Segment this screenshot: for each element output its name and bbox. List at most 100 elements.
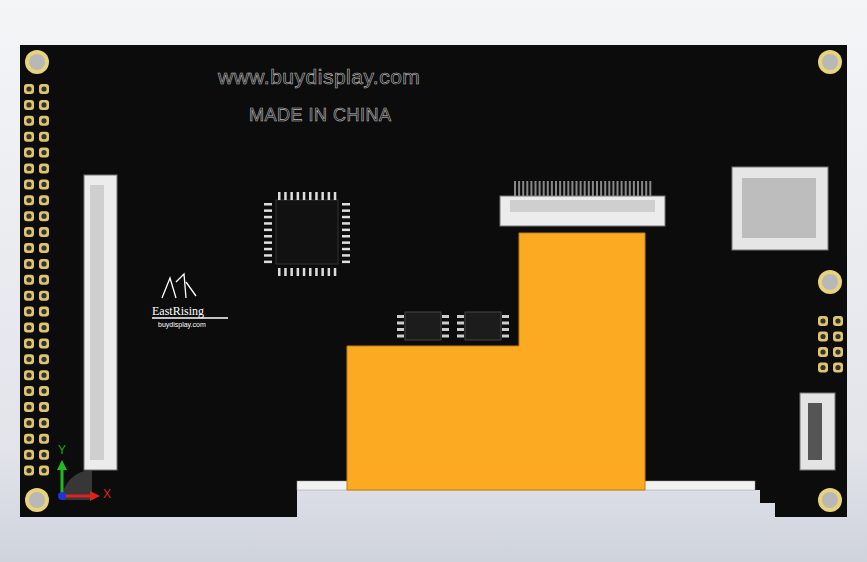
header-pin-hole — [41, 309, 46, 314]
header-pin-hole — [26, 325, 31, 330]
fpc-connector-top — [500, 196, 665, 226]
header-pin-hole — [835, 334, 840, 339]
header-pin-hole — [26, 357, 31, 362]
header-pin-hole — [26, 118, 31, 123]
header-pin — [818, 363, 828, 373]
chip-lead — [264, 216, 272, 219]
chip-lead — [502, 315, 509, 318]
header-pin — [39, 307, 49, 317]
header-pin-hole — [41, 389, 46, 394]
header-pin-hole — [26, 452, 31, 457]
chip-lead — [334, 192, 337, 200]
chip-lead — [457, 328, 464, 331]
header-pin-hole — [41, 102, 46, 107]
header-pin — [39, 100, 49, 110]
header-pin-hole — [41, 230, 46, 235]
qfp-chip — [264, 192, 350, 276]
chip-lead — [264, 229, 272, 232]
header-pin-hole — [26, 102, 31, 107]
chip-lead — [442, 335, 449, 338]
header-pin-hole — [26, 341, 31, 346]
chip-lead — [309, 268, 312, 276]
mounting-holes — [25, 50, 842, 512]
header-pin — [24, 211, 34, 221]
connector-pin — [592, 181, 594, 196]
connector-pin — [563, 181, 565, 196]
sd-card-socket — [732, 167, 828, 250]
header-pin — [24, 370, 34, 380]
pcb-board — [20, 45, 847, 517]
header-pin — [39, 259, 49, 269]
header-pin — [24, 418, 34, 428]
header-pin — [39, 179, 49, 189]
chip-lead — [342, 203, 350, 206]
chip-lead — [321, 268, 324, 276]
mounting-hole — [818, 488, 842, 512]
header-pin — [818, 316, 828, 326]
connector-pin — [551, 181, 553, 196]
soic-chip — [405, 312, 441, 340]
connector-pin — [604, 181, 606, 196]
connector-pin — [600, 181, 602, 196]
connector-pin — [641, 181, 643, 196]
header-pin-hole — [26, 214, 31, 219]
chip-lead — [342, 248, 350, 251]
mounting-hole-bore — [29, 54, 45, 70]
header-pin — [833, 332, 843, 342]
connector-pins — [514, 181, 651, 196]
connector-pin — [535, 181, 537, 196]
connector-pin — [543, 181, 545, 196]
header-pin-hole — [41, 134, 46, 139]
header-pin — [24, 100, 34, 110]
mounting-hole-bore — [822, 492, 838, 508]
chip-lead — [264, 254, 272, 257]
header-pin — [39, 132, 49, 142]
chip-lead — [297, 192, 300, 200]
header-pin-hole — [41, 277, 46, 282]
header-pin — [24, 195, 34, 205]
chip-lead — [303, 268, 306, 276]
header-pin — [39, 148, 49, 158]
header-pin-hole — [26, 86, 31, 91]
header-pin-hole — [41, 150, 46, 155]
connector-pin — [608, 181, 610, 196]
header-pin — [39, 164, 49, 174]
chip-lead — [397, 322, 404, 325]
header-pin-hole — [26, 261, 31, 266]
header-pin-hole — [41, 245, 46, 250]
header-pin — [39, 466, 49, 476]
chip-lead — [457, 315, 464, 318]
connector-pin — [621, 181, 623, 196]
mounting-hole-bore — [822, 54, 838, 70]
header-pin-hole — [26, 198, 31, 203]
fpc-connector-left — [84, 175, 117, 470]
axis-triad — [57, 460, 100, 501]
axis-label: X — [103, 488, 111, 500]
small-connector-inner — [808, 403, 822, 460]
chip-lead — [502, 328, 509, 331]
chip-lead — [328, 268, 331, 276]
chip-lead — [342, 235, 350, 238]
chip-lead — [342, 216, 350, 219]
connector-pin — [617, 181, 619, 196]
header-pin-hole — [41, 404, 46, 409]
header-pin — [24, 291, 34, 301]
header-pin-hole — [41, 341, 46, 346]
header-pin-hole — [41, 198, 46, 203]
header-pin — [39, 370, 49, 380]
chip-lead — [303, 192, 306, 200]
header-pin — [39, 323, 49, 333]
header-pin — [24, 354, 34, 364]
connector-pin — [580, 181, 582, 196]
connector-pin — [514, 181, 516, 196]
chip-lead — [321, 192, 324, 200]
chip-lead — [342, 209, 350, 212]
header-pin — [24, 402, 34, 412]
header-pin-hole — [41, 452, 46, 457]
header-pin-hole — [41, 166, 46, 171]
header-pin-hole — [26, 134, 31, 139]
header-pin-hole — [26, 404, 31, 409]
logo-name: EastRising — [152, 305, 204, 317]
header-pin-hole — [26, 245, 31, 250]
